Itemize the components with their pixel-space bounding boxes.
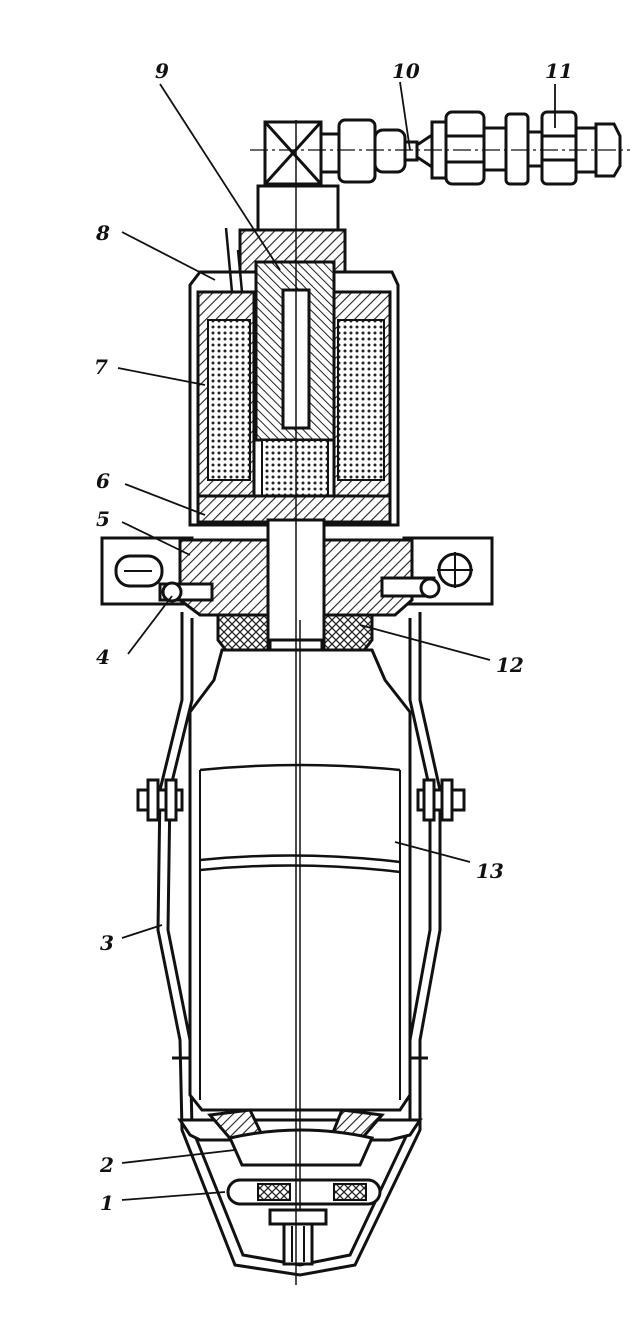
- part-labels: 9 10 11 8 7 6 5 4 12 13 3 2 1: [94, 59, 573, 1215]
- label-8: 8: [95, 221, 110, 245]
- label-2: 2: [99, 1153, 114, 1177]
- label-9: 9: [155, 59, 169, 83]
- label-5: 5: [96, 507, 110, 531]
- leader-lines: [117, 81, 556, 1201]
- label-3: 3: [100, 931, 114, 955]
- bottom-cover: [177, 1108, 423, 1266]
- label-13: 13: [476, 859, 504, 883]
- solenoid-housing: [188, 227, 400, 527]
- label-4: 4: [96, 645, 110, 669]
- label-7: 7: [94, 355, 108, 379]
- label-12: 12: [496, 653, 524, 677]
- top-fitting-assembly: [263, 110, 622, 186]
- mounting-bracket: [100, 518, 494, 642]
- label-6: 6: [96, 469, 110, 493]
- label-10: 10: [392, 59, 420, 83]
- label-1: 1: [100, 1191, 114, 1215]
- label-11: 11: [545, 59, 573, 83]
- side-bolts: [136, 778, 466, 1060]
